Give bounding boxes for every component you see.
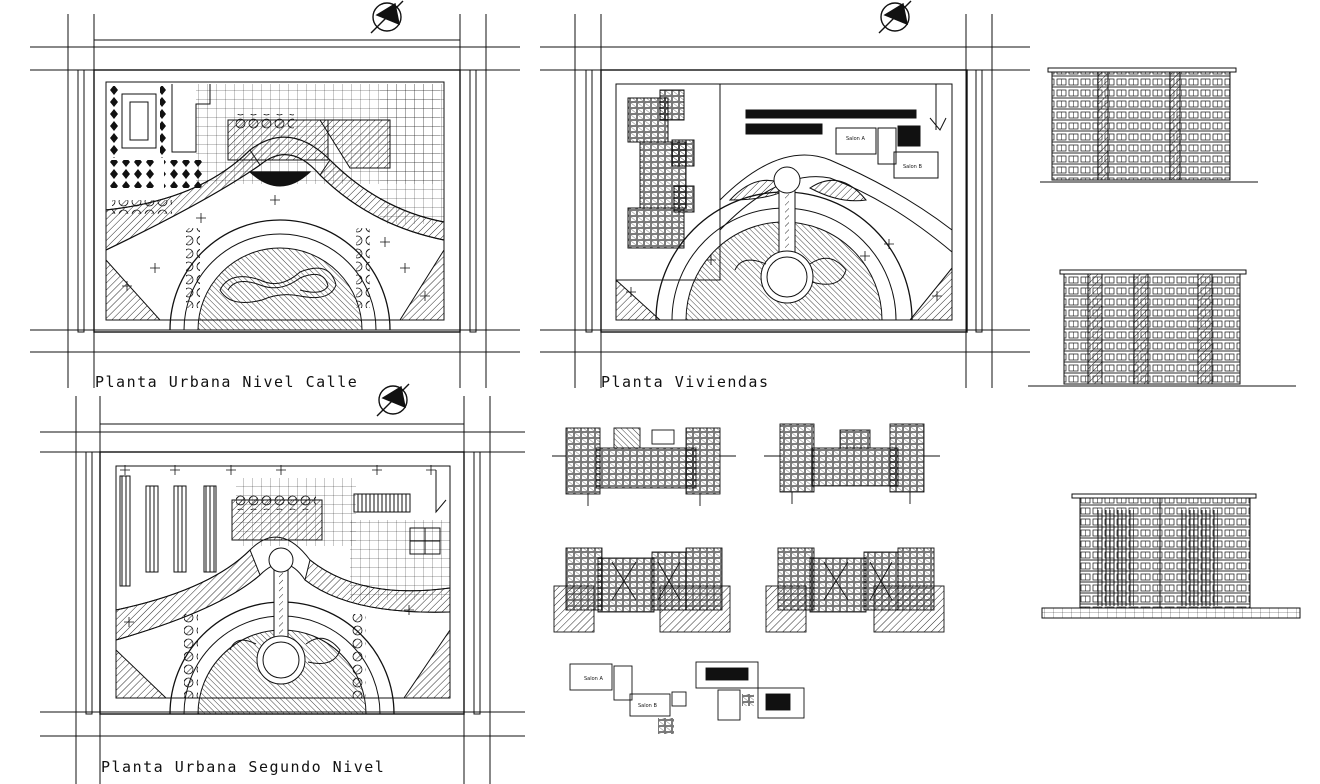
floor-plan-type-4 — [765, 547, 945, 633]
elevation-2 — [1028, 269, 1296, 387]
hall-plan-a — [569, 663, 687, 734]
label-hall-a-plan: Salon A — [846, 136, 865, 142]
elevation-3 — [1041, 493, 1301, 619]
plaza-trees — [184, 614, 366, 698]
plan-street-level — [30, 14, 520, 388]
plan-housing — [540, 14, 1030, 388]
site-boundary — [93, 69, 461, 333]
label-hall-b-plan: Salon B — [903, 164, 922, 170]
label-hall-b-detail: Salon B — [638, 703, 657, 709]
site-boundary — [600, 69, 968, 333]
title-street-level: Planta Urbana Nivel Calle — [95, 373, 358, 391]
floor-plan-type-1 — [552, 427, 736, 506]
title-housing: Planta Viviendas — [601, 373, 770, 391]
north-arrow-icon — [878, 0, 912, 34]
plan-second-level — [40, 396, 525, 784]
north-arrow-icon — [376, 383, 410, 417]
north-arrow-icon — [370, 0, 404, 34]
floor-plan-type-3 — [553, 547, 731, 633]
label-hall-a-detail: Salon A — [584, 676, 603, 682]
elevation-1 — [1040, 67, 1258, 183]
title-second-level: Planta Urbana Segundo Nivel — [101, 758, 385, 776]
hall-plan-b — [695, 661, 805, 721]
plaza-trees — [112, 200, 370, 308]
floor-plan-type-2 — [764, 423, 940, 504]
